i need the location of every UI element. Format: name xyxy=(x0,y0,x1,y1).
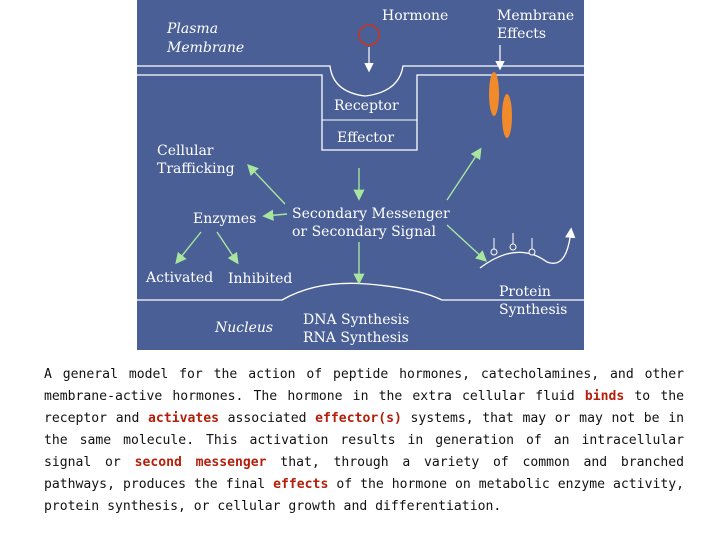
caption-highlight-activates: activates xyxy=(148,411,219,426)
label-effector: Effector xyxy=(337,130,394,146)
hormone-action-diagram: Plasma Membrane Hormone Membrane Effects… xyxy=(137,0,584,350)
label-membrane-effects-1: Membrane xyxy=(497,8,574,24)
label-nucleus: Nucleus xyxy=(214,320,273,336)
label-protein-2: Synthesis xyxy=(499,302,567,318)
label-inhibited: Inhibited xyxy=(228,271,292,287)
membrane-channel-1 xyxy=(489,72,499,116)
label-messenger-1: Secondary Messenger xyxy=(292,206,450,222)
label-receptor: Receptor xyxy=(334,98,399,114)
caption-highlight-effectors: effector(s) xyxy=(315,411,402,426)
label-messenger-2: or Secondary Signal xyxy=(292,224,436,240)
label-trafficking-1: Cellular xyxy=(157,143,214,159)
caption-highlight-second-messenger: second messenger xyxy=(135,455,267,470)
label-activated: Activated xyxy=(145,270,213,286)
membrane-channel-2 xyxy=(502,94,512,138)
label-rna: RNA Synthesis xyxy=(303,330,409,346)
label-membrane-effects-2: Effects xyxy=(497,26,546,42)
caption-highlight-binds: binds xyxy=(585,389,624,404)
caption-text-3: associated xyxy=(219,411,315,426)
caption-highlight-effects: effects xyxy=(273,477,328,492)
label-plasma-1: Plasma xyxy=(166,21,218,37)
label-plasma-2: Membrane xyxy=(166,40,244,56)
label-trafficking-2: Trafficking xyxy=(157,161,235,177)
label-dna: DNA Synthesis xyxy=(303,312,409,328)
label-protein-1: Protein xyxy=(499,284,551,300)
figure-caption: A general model for the action of peptid… xyxy=(44,364,684,518)
label-enzymes: Enzymes xyxy=(193,211,256,227)
label-hormone: Hormone xyxy=(382,8,448,24)
